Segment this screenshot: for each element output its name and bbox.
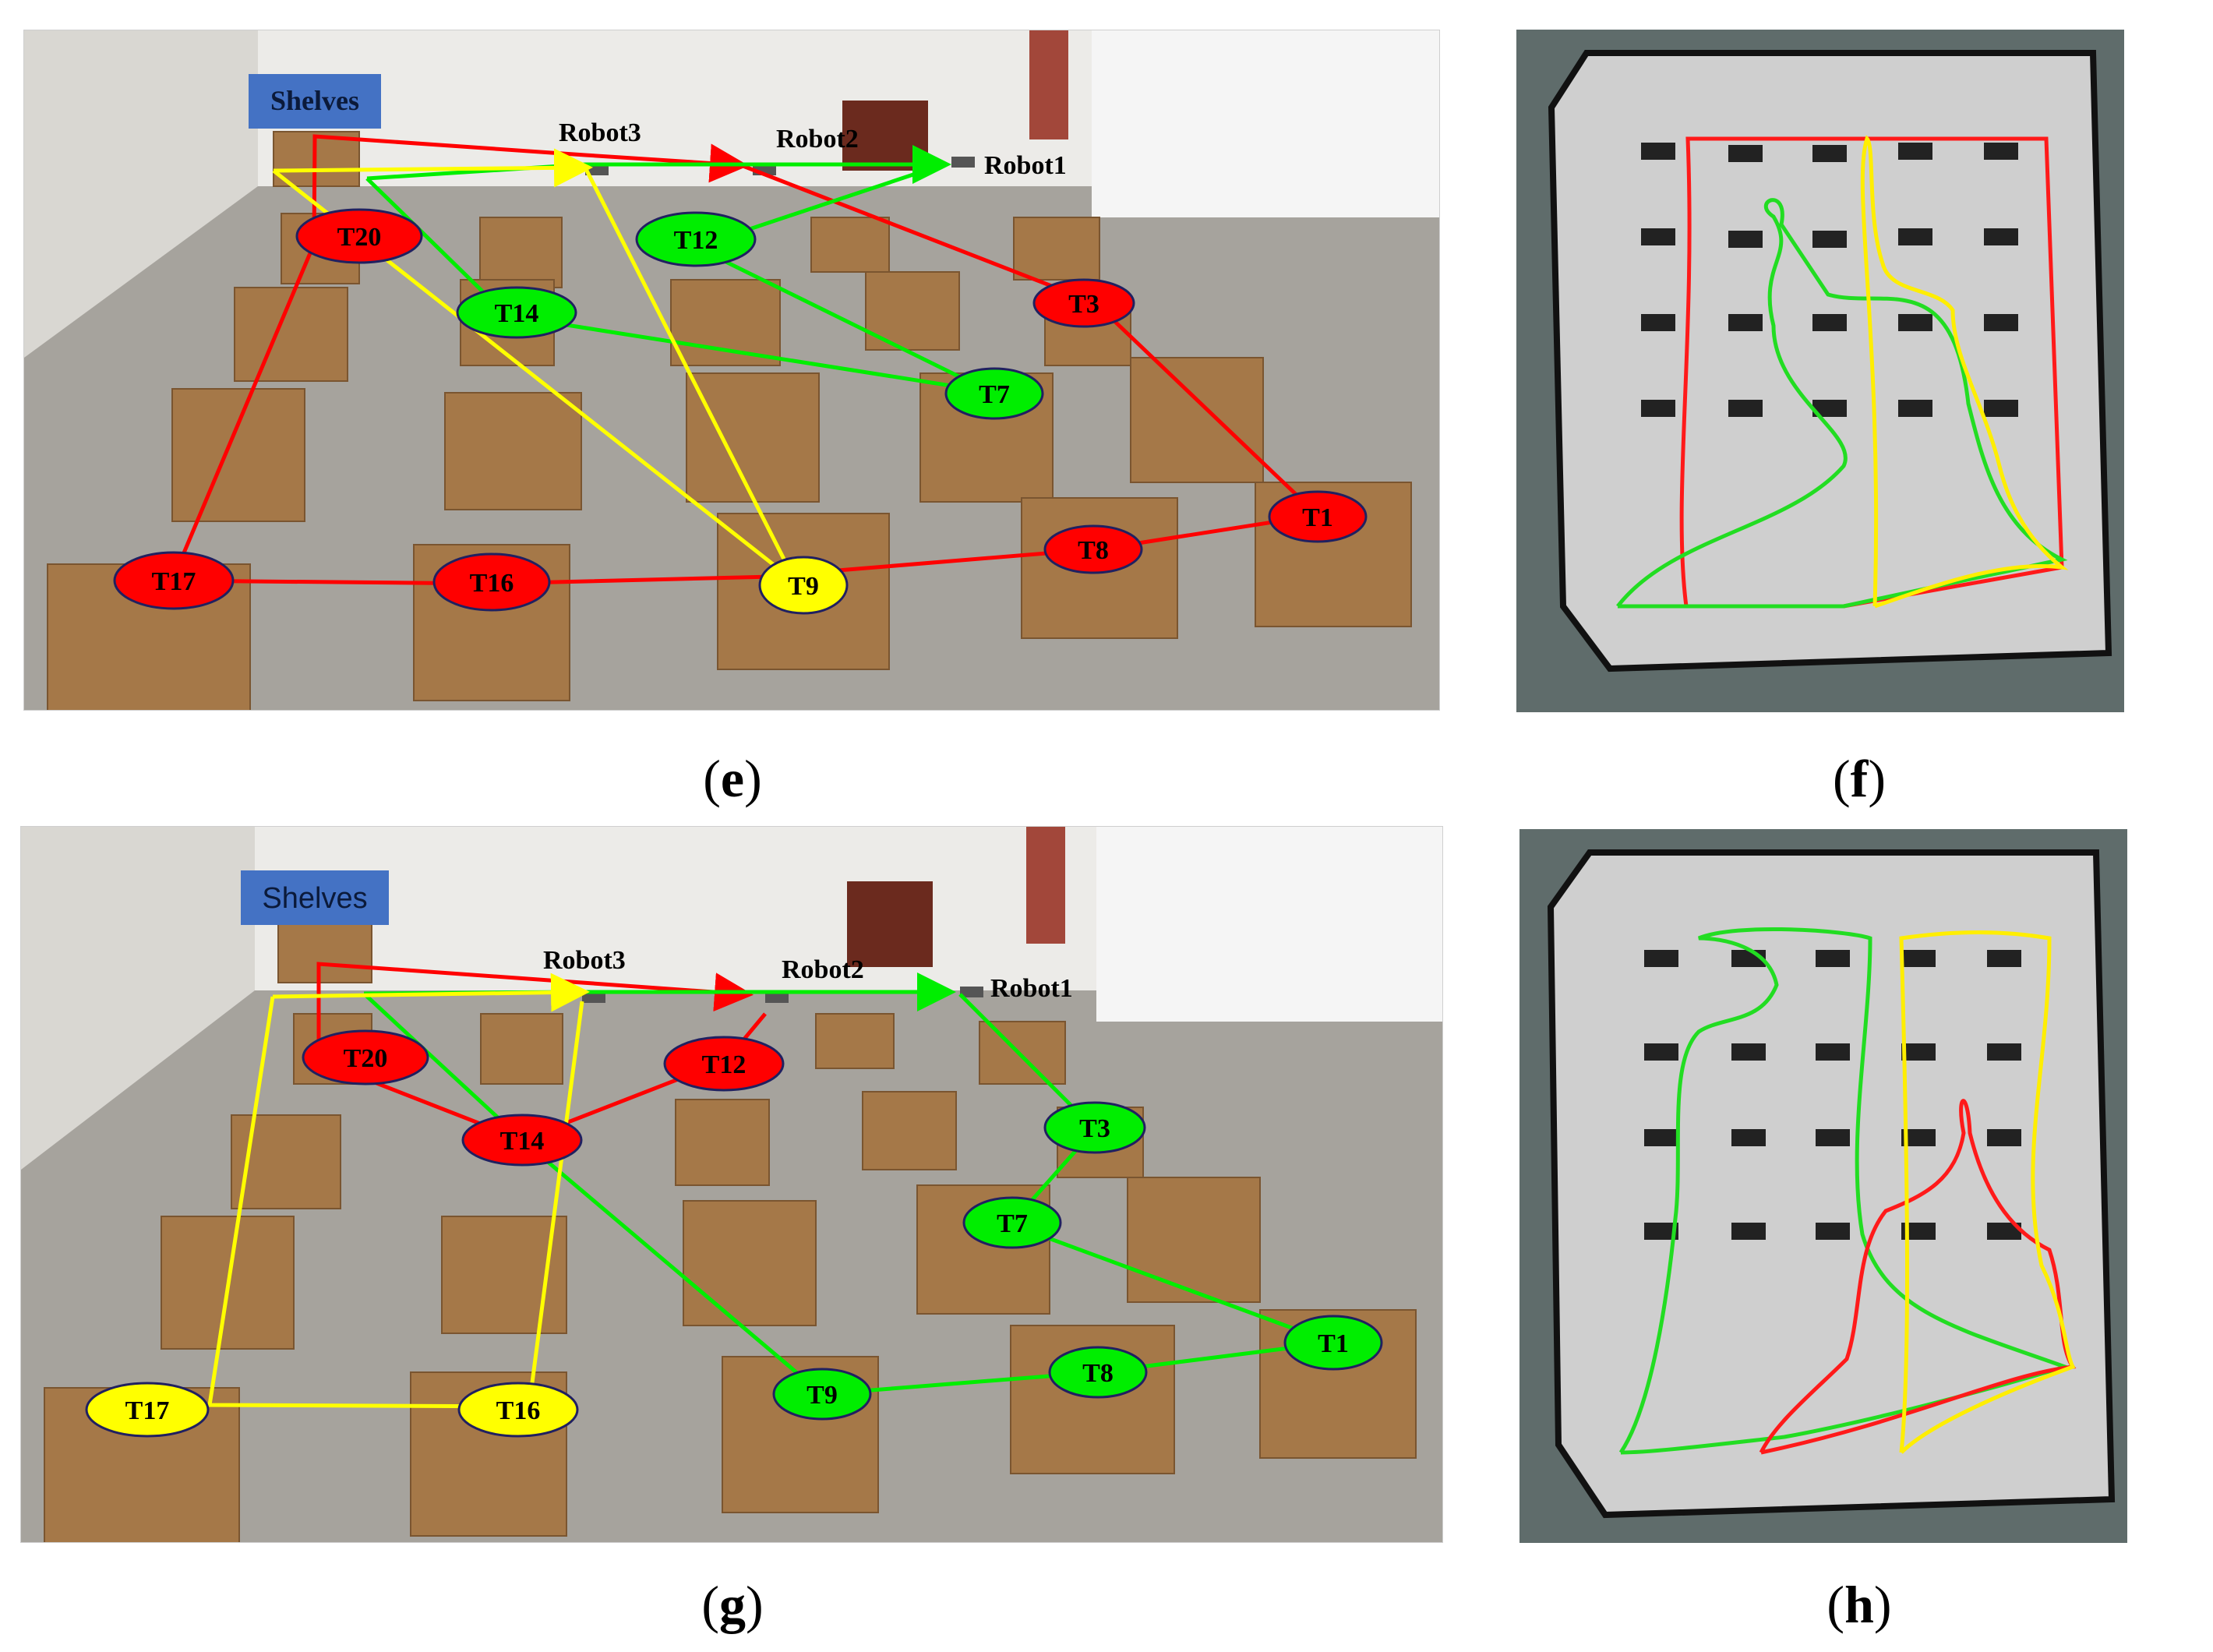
svg-text:T9: T9: [788, 572, 819, 601]
robot1-label: Robot1: [990, 974, 1073, 1003]
route-yellow: [207, 972, 590, 1409]
svg-text:T3: T3: [1068, 290, 1099, 319]
robot3-label: Robot3: [559, 118, 641, 147]
svg-text:T17: T17: [152, 567, 196, 596]
map-path-red: [1759, 1099, 2077, 1455]
task-t8: T8: [1048, 1346, 1148, 1399]
photo-panel-e: Shelves Robot3 Robot2 Robot1 T20 T12 T14…: [23, 30, 1440, 711]
task-t20: T20: [302, 1029, 429, 1085]
map-path-yellow: [1860, 135, 2069, 609]
photo-panel-g: Shelves Robot3 Robot2 Robot1 T20 T12 T14…: [20, 826, 1443, 1543]
caption-h: (h): [1827, 1575, 1892, 1634]
window-right: [1096, 827, 1442, 1022]
task-t16: T16: [457, 1382, 579, 1438]
svg-text:T8: T8: [1082, 1359, 1114, 1388]
robot2-label: Robot2: [776, 125, 859, 154]
task-t8: T8: [1043, 524, 1143, 574]
pillar: [1029, 30, 1068, 139]
task-t17: T17: [113, 551, 235, 610]
route-red: [316, 962, 767, 1142]
task-t7: T7: [944, 367, 1044, 420]
desk: [847, 881, 933, 967]
map-path-green: [1618, 927, 2072, 1455]
task-t17: T17: [85, 1382, 210, 1438]
caption-g: (g): [701, 1575, 764, 1634]
caption-f: (f): [1833, 749, 1886, 808]
pillar: [1026, 827, 1065, 944]
task-t9: T9: [772, 1368, 872, 1421]
svg-text:T20: T20: [337, 223, 382, 252]
map-obstacles: [1641, 143, 2018, 417]
svg-text:T17: T17: [125, 1396, 170, 1425]
svg-text:T12: T12: [674, 226, 718, 255]
task-t1: T1: [1283, 1315, 1383, 1371]
svg-text:T12: T12: [702, 1050, 746, 1079]
robot2-label: Robot2: [782, 955, 864, 984]
shelves-label: Shelves: [262, 882, 367, 915]
svg-text:T20: T20: [344, 1044, 388, 1073]
map-panel-h: [1519, 829, 2127, 1543]
map-path-yellow: [1899, 930, 2076, 1454]
svg-text:T7: T7: [997, 1209, 1028, 1238]
svg-text:T8: T8: [1078, 536, 1109, 565]
svg-text:T7: T7: [979, 380, 1010, 409]
task-t12: T12: [663, 1036, 785, 1092]
svg-text:T14: T14: [495, 299, 539, 328]
svg-text:T1: T1: [1318, 1329, 1349, 1358]
caption-e: (e): [703, 749, 762, 808]
window-right: [1092, 30, 1439, 217]
task-t3: T3: [1043, 1101, 1146, 1154]
shelves-label-box: [241, 870, 389, 925]
task-t14: T14: [461, 1114, 583, 1167]
svg-text:T16: T16: [496, 1396, 541, 1425]
shelves-label: Shelves: [270, 85, 359, 116]
map-free-space: [1547, 849, 2116, 1519]
map-path-red: [1679, 136, 2064, 609]
task-t16: T16: [432, 552, 551, 612]
task-t7: T7: [962, 1196, 1062, 1249]
task-t3: T3: [1032, 278, 1135, 328]
task-t14: T14: [456, 286, 577, 339]
task-t9: T9: [758, 556, 849, 615]
svg-text:T1: T1: [1302, 503, 1333, 532]
svg-text:T16: T16: [470, 569, 514, 598]
svg-text:T14: T14: [500, 1127, 545, 1156]
task-t12: T12: [635, 211, 757, 267]
task-t1: T1: [1268, 490, 1368, 543]
svg-text:T9: T9: [806, 1381, 838, 1410]
shelves-label-box: [249, 74, 381, 129]
robot3-label: Robot3: [543, 946, 626, 975]
robot1-label: Robot1: [984, 151, 1067, 180]
map-panel-f: [1516, 30, 2124, 712]
map-path-green: [1616, 198, 2068, 609]
task-t20: T20: [295, 208, 423, 264]
svg-text:T3: T3: [1079, 1114, 1110, 1143]
